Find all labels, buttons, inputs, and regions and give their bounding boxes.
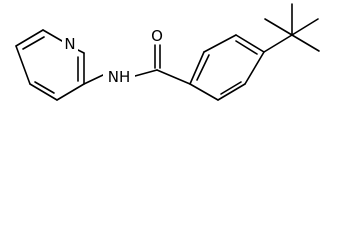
benzene-double-bond-inner-1 xyxy=(196,54,210,81)
carbonyl-oxygen-label: O xyxy=(151,27,163,45)
pyridine-bond-c1-c2 xyxy=(15,29,44,47)
benzene-bond-2 xyxy=(217,83,246,101)
pyridine-double-bond-inner-1 xyxy=(22,36,45,50)
amide-nitrogen-label: NH xyxy=(108,68,131,86)
bond-benzene-to-quaternary-carbon xyxy=(263,34,293,53)
methyl-bond-left xyxy=(264,18,293,36)
pyridine-bond-c4-c3 xyxy=(29,83,58,101)
bond-nh-to-carbonyl xyxy=(134,69,158,77)
benzene-double-bond-inner-2 xyxy=(220,81,242,95)
bond-pyridine-to-nh xyxy=(83,74,104,85)
benzene-double-bond-inner-3 xyxy=(235,40,258,55)
pyridine-bond-c2-n xyxy=(42,29,63,42)
pyridine-bond-c3-c1 xyxy=(15,45,31,85)
benzene-bond-6 xyxy=(189,51,205,85)
pyridine-ring xyxy=(15,29,85,101)
bond-carbonyl-to-benzene xyxy=(156,69,191,85)
amide-nitrogen-mask xyxy=(103,68,135,86)
amide-linkage xyxy=(83,44,191,85)
benzene-bond-5 xyxy=(203,34,237,53)
pyridine-nitrogen-label: N xyxy=(64,35,75,53)
chemical-structure-diagram: N NH O xyxy=(15,3,320,101)
pyridine-nitrogen-mask xyxy=(62,33,78,51)
benzene-ring xyxy=(189,34,265,101)
pyridine-bond-n-c6 xyxy=(77,49,85,54)
pyridine-bond-c5-c4 xyxy=(56,83,85,101)
carbonyl-oxygen-mask xyxy=(149,26,165,44)
benzene-bond-4 xyxy=(235,34,265,53)
methyl-bond-right xyxy=(291,18,319,36)
tert-butyl-group xyxy=(263,3,320,53)
benzene-bond-1 xyxy=(189,83,219,101)
methyl-bond-down xyxy=(291,34,320,52)
pyridine-double-bond-inner-3 xyxy=(34,81,55,94)
benzene-bond-3 xyxy=(244,51,265,85)
